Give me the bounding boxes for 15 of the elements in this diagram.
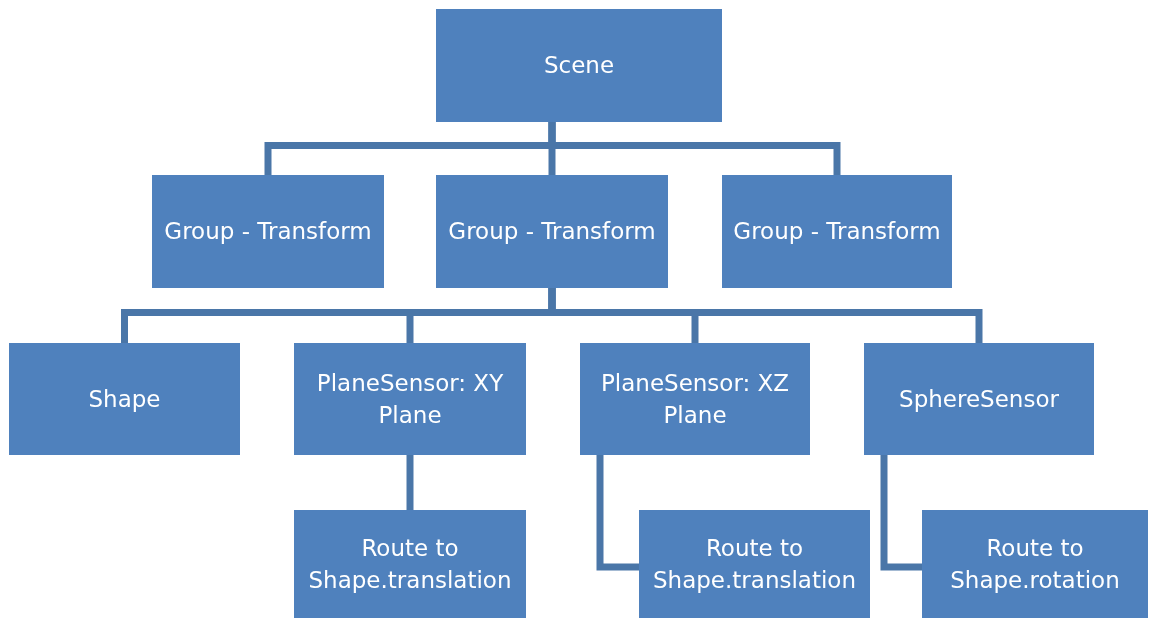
- connector-line: [880, 455, 922, 571]
- node-box: Route to Shape.rotation: [922, 510, 1148, 618]
- connector-line: [596, 455, 639, 571]
- node-box: Group - Transform: [436, 175, 668, 288]
- connector-line: [548, 122, 841, 175]
- node-box: Group - Transform: [722, 175, 952, 288]
- node-box: PlaneSensor: XY Plane: [294, 343, 526, 455]
- node-box: Route to Shape.translation: [294, 510, 526, 618]
- node-box: SphereSensor: [864, 343, 1094, 455]
- node-box: Scene: [436, 9, 722, 122]
- node-box: PlaneSensor: XZ Plane: [580, 343, 810, 455]
- node-box: Shape: [9, 343, 240, 455]
- connector-line: [406, 455, 414, 510]
- node-box: Route to Shape.translation: [639, 510, 870, 618]
- node-box: Group - Transform: [152, 175, 384, 288]
